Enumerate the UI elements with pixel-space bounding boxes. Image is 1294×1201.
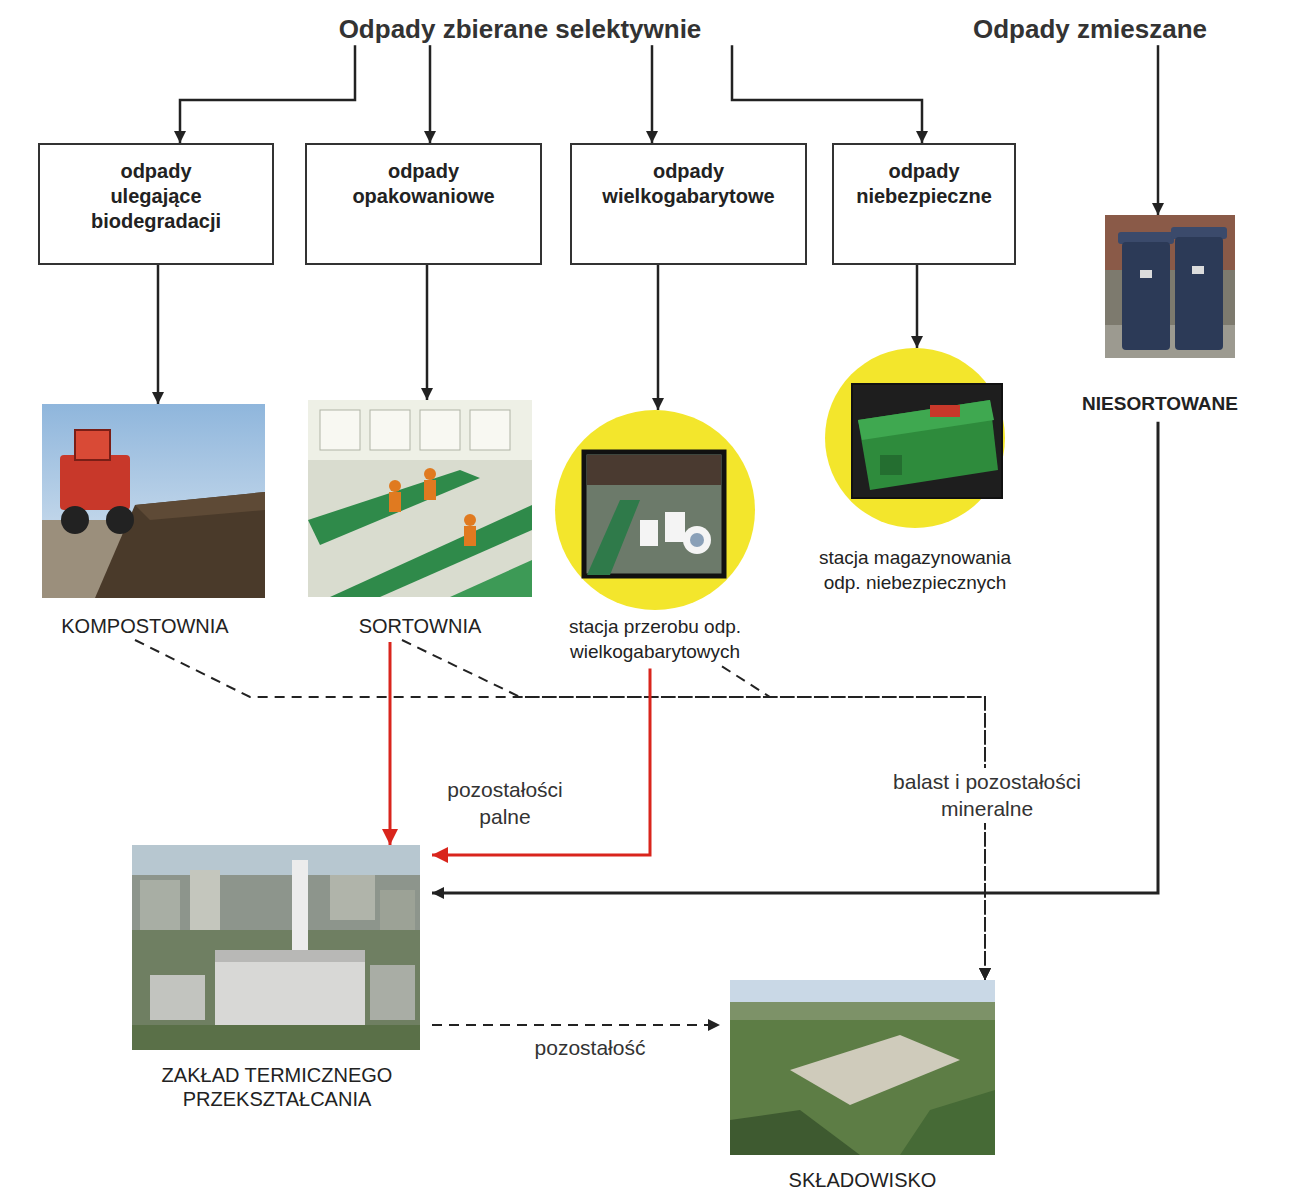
incineration-plant-photo bbox=[132, 845, 420, 1050]
landfill-photo bbox=[730, 980, 995, 1155]
hazardous-storage-circle bbox=[825, 348, 1005, 528]
flow-arrow bbox=[732, 45, 922, 143]
waste-type-box: odpady wielkogabarytowe bbox=[570, 143, 807, 265]
waste-bins-photo bbox=[1105, 215, 1235, 358]
station-circle: stacja magazynowania odp. niebezpiecznyc… bbox=[785, 348, 1045, 595]
flow-arrow bbox=[429, 45, 432, 143]
node-text: stacja magazynowania odp. niebezpiecznyc… bbox=[805, 546, 1025, 595]
flow-label: balast i pozostałości mineralne bbox=[862, 768, 1112, 823]
waste-type-box: odpady niebezpieczne bbox=[832, 143, 1016, 265]
facility-node: SORTOWNIA bbox=[300, 400, 540, 638]
flow-arrow bbox=[916, 265, 919, 348]
node-text: Odpady zmieszane bbox=[935, 14, 1245, 45]
flow-arrow bbox=[651, 45, 654, 143]
dashed-flow-arrow bbox=[722, 666, 985, 980]
stream-heading: Odpady zbierane selektywnie bbox=[295, 8, 745, 45]
flow-arrow bbox=[389, 642, 392, 845]
flow-label: pozostałość bbox=[490, 1034, 690, 1061]
waste-type-box: odpady opakowaniowe bbox=[305, 143, 542, 265]
flow-arrow bbox=[432, 668, 650, 855]
node-text: SORTOWNIA bbox=[303, 614, 538, 638]
flow-label: pozostałości palne bbox=[430, 776, 580, 831]
node-text: odpady opakowaniowe bbox=[334, 159, 514, 209]
flow-arrow bbox=[157, 265, 160, 404]
dashed-flow-arrow bbox=[135, 640, 985, 980]
bulky-waste-station-circle bbox=[555, 410, 755, 610]
bins-node: NIESORTOWANE bbox=[1070, 215, 1250, 416]
flow-arrow bbox=[426, 265, 429, 400]
node-text: SKŁADOWISKO bbox=[723, 1168, 1003, 1192]
node-text: odpady ulegające biodegradacji bbox=[81, 159, 231, 234]
node-text: odpady niebezpieczne bbox=[842, 159, 1006, 209]
facility-node: ZAKŁAD TERMICZNEGO PRZEKSZTAŁCANIA bbox=[122, 845, 432, 1111]
node-text: ZAKŁAD TERMICZNEGO PRZEKSZTAŁCANIA bbox=[127, 1063, 427, 1111]
waste-type-box: odpady ulegające biodegradacji bbox=[38, 143, 274, 265]
flow-arrow bbox=[657, 265, 660, 410]
flow-arrow bbox=[1157, 45, 1160, 215]
node-text: odpady wielkogabarytowe bbox=[581, 159, 796, 209]
node-text: NIESORTOWANE bbox=[1073, 393, 1248, 416]
node-text: Odpady zbierane selektywnie bbox=[300, 14, 740, 45]
dashed-flow-arrow bbox=[432, 1024, 720, 1026]
station-circle: stacja przerobu odp. wielkogabarytowych bbox=[535, 410, 775, 664]
stream-heading: Odpady zmieszane bbox=[930, 8, 1250, 45]
facility-node: SKŁADOWISKO bbox=[720, 980, 1005, 1192]
flow-arrow bbox=[180, 45, 355, 143]
composting-photo bbox=[42, 404, 265, 598]
facility-node: KOMPOSTOWNIA bbox=[20, 404, 270, 638]
node-text: stacja przerobu odp. wielkogabarytowych bbox=[545, 615, 765, 664]
node-text: KOMPOSTOWNIA bbox=[23, 614, 268, 638]
sorting-plant-photo bbox=[308, 400, 532, 597]
flow-arrow bbox=[432, 422, 1158, 893]
